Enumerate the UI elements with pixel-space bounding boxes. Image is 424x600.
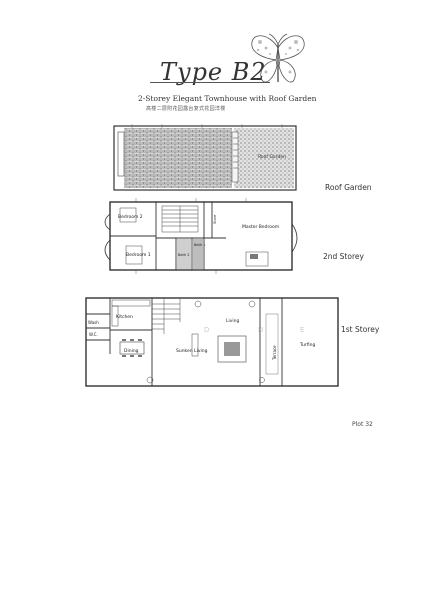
second-storey-level-label: 2nd Storey [323, 252, 364, 261]
roof-outline [113, 125, 297, 191]
sunken-living-label: Sunken Living [176, 348, 208, 354]
wc-label: W.C. [89, 332, 98, 337]
plot-number: Plot 32 [352, 421, 373, 428]
bedroom2-label: Bedroom 2 [118, 214, 143, 220]
roof-garden-room-label: Roof Garden [258, 154, 286, 160]
roof-tiles [124, 128, 232, 188]
bath1-label: Bath 1 [194, 243, 205, 247]
svg-text:H: H [258, 326, 263, 334]
second-storey-plan: Bedroom 2 Bedroom 1 Bath 2 Bath 1 Store … [104, 198, 298, 274]
kitchen-label: Kitchen [116, 314, 133, 320]
dining-label: Dining [124, 348, 139, 354]
plan-title: Type B2 [160, 58, 267, 86]
first-storey-plan: R E D H Kitchen Wash W.C. Dining Sunken … [85, 297, 339, 387]
butterfly-logo-icon [251, 33, 305, 83]
terrace-label: Terrace [272, 345, 277, 361]
roof-garden-area [234, 128, 294, 188]
wash-label: Wash [88, 320, 99, 325]
living-label: Living [226, 318, 240, 324]
svg-text:E: E [300, 326, 304, 334]
roof-garden-plan: Roof Garden [113, 124, 297, 191]
store-label: Store [213, 215, 217, 224]
turfing-label: Turfing [299, 342, 315, 348]
master-bedroom-label: Master Bedroom [242, 224, 279, 230]
svg-text:D: D [204, 326, 209, 334]
plan-subtitle: 2-Storey Elegant Townhouse with Roof Gar… [138, 94, 317, 103]
title-underline [150, 82, 270, 83]
first-storey-level-label: 1st Storey [341, 325, 380, 334]
bedroom1-label: Bedroom 1 [126, 252, 151, 258]
bath2-label: Bath 2 [178, 253, 189, 257]
chinese-subtitle: 高楼二层附花园露台复式花园洋楼 [146, 106, 226, 112]
roof-garden-level-label: Roof Garden [325, 183, 372, 192]
